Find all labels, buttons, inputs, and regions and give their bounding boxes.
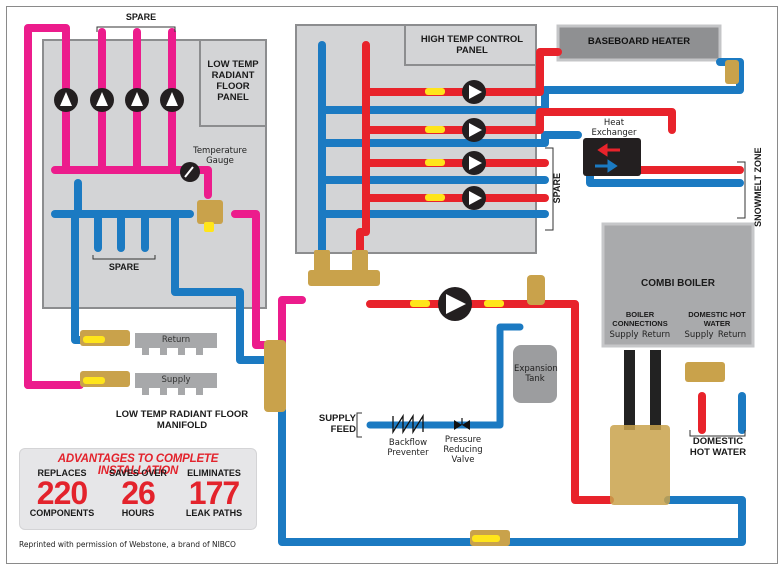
pressure-reducing-valve-label: Pressure Reducing Valve bbox=[443, 435, 483, 465]
stat-components-bottom: COMPONENTS bbox=[29, 508, 95, 518]
stat-components-top: REPLACES bbox=[37, 468, 87, 478]
brass-fittings bbox=[80, 60, 739, 546]
stat-leak-paths-bottom: LEAK PATHS bbox=[185, 508, 243, 518]
snowmelt-zone-label: SNOWMELT ZONE bbox=[752, 147, 763, 227]
boiler-return-label: Return bbox=[641, 330, 671, 340]
high-temp-spare-label: SPARE bbox=[551, 173, 562, 204]
heat-exchanger-body bbox=[583, 138, 641, 176]
stat-hours-bottom: HOURS bbox=[121, 508, 155, 518]
heat-exchanger-label: Heat Exchanger bbox=[591, 118, 637, 138]
boiler-dhw-label: DOMESTIC HOT WATER bbox=[688, 310, 746, 328]
low-temp-panel-title: LOW TEMP RADIANT FLOOR PANEL bbox=[207, 59, 259, 103]
supply-feed-label: SUPPLY FEED bbox=[318, 413, 356, 435]
temperature-gauge-label: Temperature Gauge bbox=[193, 146, 247, 166]
expansion-tank bbox=[513, 345, 557, 403]
boiler-return-hose bbox=[650, 350, 661, 430]
stat-leak-paths: ELIMINATES 177 LEAK PATHS bbox=[176, 468, 252, 518]
yellow-valve-handles bbox=[83, 88, 504, 542]
stat-hours-top: SAVES OVER bbox=[109, 468, 167, 478]
high-temp-panel-title: HIGH TEMP CONTROL PANEL bbox=[420, 34, 524, 56]
boiler-connections-label: BOILER CONNECTIONS bbox=[612, 310, 668, 328]
brackets bbox=[92, 26, 746, 438]
stat-hours-value: 26 bbox=[121, 475, 156, 511]
boiler-supply-hose bbox=[624, 350, 635, 430]
boiler-supply-label: Supply bbox=[609, 330, 639, 340]
hx-arrow-left bbox=[597, 143, 620, 157]
high-temp-pumps bbox=[462, 80, 486, 210]
manifold-return-label: Return bbox=[161, 335, 191, 345]
low-temp-spare-top-label: SPARE bbox=[125, 12, 157, 22]
supply-feed-pipe bbox=[366, 323, 524, 429]
low-temp-spare-bottom-label: SPARE bbox=[108, 262, 140, 272]
dhw-supply-label: Supply bbox=[684, 330, 714, 340]
low-temp-return-pipes bbox=[51, 179, 746, 546]
low-temp-panel-title-box bbox=[199, 39, 267, 127]
stat-hours: SAVES OVER 26 HOURS bbox=[100, 468, 176, 518]
high-temp-panel-title-box bbox=[404, 24, 537, 66]
advantages-panel: ADVANTAGES TO COMPLETE INSTALLATION REPL… bbox=[19, 448, 257, 530]
backflow-preventer-icon bbox=[392, 413, 424, 435]
stat-leak-paths-value: 177 bbox=[188, 475, 240, 511]
expansion-tank-label: Expansion Tank bbox=[514, 364, 558, 384]
stat-components-value: 220 bbox=[36, 475, 88, 511]
backflow-preventer-label: Backflow Preventer bbox=[387, 438, 429, 458]
hx-arrow-right bbox=[595, 159, 618, 173]
baseboard-heater-label: BASEBOARD HEATER bbox=[587, 36, 691, 47]
dhw-return-label: Return bbox=[717, 330, 747, 340]
combi-boiler-title: COMBI BOILER bbox=[641, 278, 715, 289]
combi-boiler bbox=[601, 222, 755, 348]
stat-components: REPLACES 220 COMPONENTS bbox=[24, 468, 100, 518]
manifold-supply-label: Supply bbox=[161, 375, 191, 385]
return-manifold bbox=[135, 333, 217, 355]
manifold-title: LOW TEMP RADIANT FLOOR MANIFOLD bbox=[115, 409, 249, 431]
supply-manifold bbox=[135, 373, 217, 395]
credit-text: Reprinted with permission of Webstone, a… bbox=[19, 540, 236, 549]
domestic-hot-water-label: DOMESTIC HOT WATER bbox=[689, 436, 747, 458]
baseboard-heater bbox=[556, 24, 722, 62]
advantages-title: ADVANTAGES TO COMPLETE INSTALLATION bbox=[57, 453, 219, 477]
low-temp-pumps bbox=[54, 88, 184, 112]
stat-leak-paths-top: ELIMINATES bbox=[187, 468, 241, 478]
